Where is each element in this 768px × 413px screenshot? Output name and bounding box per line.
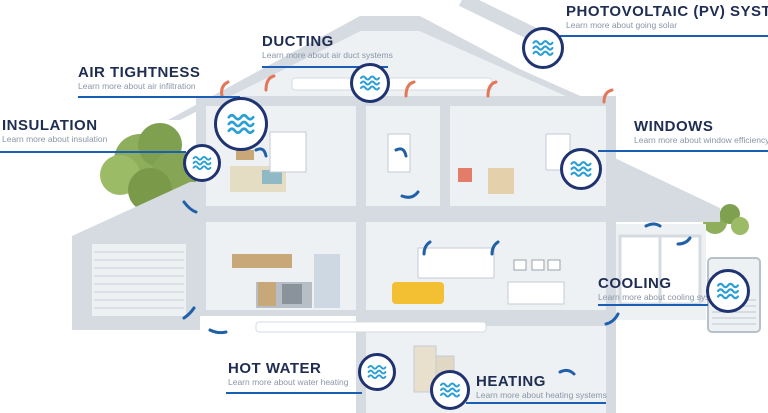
rule-hot-water xyxy=(226,392,362,394)
callout-title: AIR TIGHTNESS xyxy=(78,64,201,81)
callout-subtitle[interactable]: Learn more about heating systems xyxy=(476,390,607,400)
callout-title: HEATING xyxy=(476,373,546,390)
hotspot-windows[interactable] xyxy=(560,148,602,190)
hotspot-insulation[interactable] xyxy=(183,144,221,182)
callout-cooling[interactable]: COOLING Learn more about cooling systems xyxy=(598,275,728,303)
rule-air-tightness xyxy=(78,96,240,98)
rule-ducting xyxy=(262,66,388,68)
hotspot-pv[interactable] xyxy=(522,27,564,69)
house-structure xyxy=(72,0,720,413)
rule-heating xyxy=(466,402,606,404)
airflow-arrows xyxy=(182,74,692,376)
hotspot-cooling[interactable] xyxy=(706,269,750,313)
callout-hot-water[interactable]: HOT WATER Learn more about water heating xyxy=(228,360,349,388)
callout-air-tightness[interactable]: AIR TIGHTNESS Learn more about air infil… xyxy=(78,64,200,92)
callout-title: INSULATION xyxy=(2,117,98,134)
callout-subtitle[interactable]: Learn more about insulation xyxy=(2,134,108,144)
callout-subtitle[interactable]: Learn more about cooling systems xyxy=(598,292,728,302)
callout-subtitle[interactable]: Learn more about water heating xyxy=(228,377,349,387)
rule-insulation xyxy=(0,151,186,153)
hotspot-heating[interactable] xyxy=(430,370,470,410)
callout-subtitle[interactable]: Learn more about going solar xyxy=(566,20,678,30)
callout-subtitle[interactable]: Learn more about air duct systems xyxy=(262,50,393,60)
hotspot-ducting[interactable] xyxy=(350,63,390,103)
callout-heating[interactable]: HEATING Learn more about heating systems xyxy=(476,373,607,401)
hotspot-air-tightness[interactable] xyxy=(214,97,268,151)
callout-subtitle[interactable]: Learn more about window efficiency xyxy=(634,135,768,145)
rule-cooling xyxy=(598,304,708,306)
rule-windows xyxy=(598,150,768,152)
callout-ducting[interactable]: DUCTING Learn more about air duct system… xyxy=(262,33,393,61)
rule-pv xyxy=(556,35,768,37)
hotspot-hot-water[interactable] xyxy=(358,353,396,391)
callout-title: HOT WATER xyxy=(228,360,322,377)
furniture xyxy=(230,131,761,393)
callout-pv[interactable]: PHOTOVOLTAIC (PV) SYSTEM Learn more abou… xyxy=(566,3,768,31)
callout-title: PHOTOVOLTAIC (PV) SYSTEM xyxy=(566,3,768,20)
callout-windows[interactable]: WINDOWS Learn more about window efficien… xyxy=(634,118,768,146)
callout-insulation[interactable]: INSULATION Learn more about insulation xyxy=(2,117,107,145)
callout-title: WINDOWS xyxy=(634,118,714,135)
callout-title: COOLING xyxy=(598,275,672,292)
callout-subtitle[interactable]: Learn more about air infiltration xyxy=(78,81,196,91)
callout-title: DUCTING xyxy=(262,33,334,50)
